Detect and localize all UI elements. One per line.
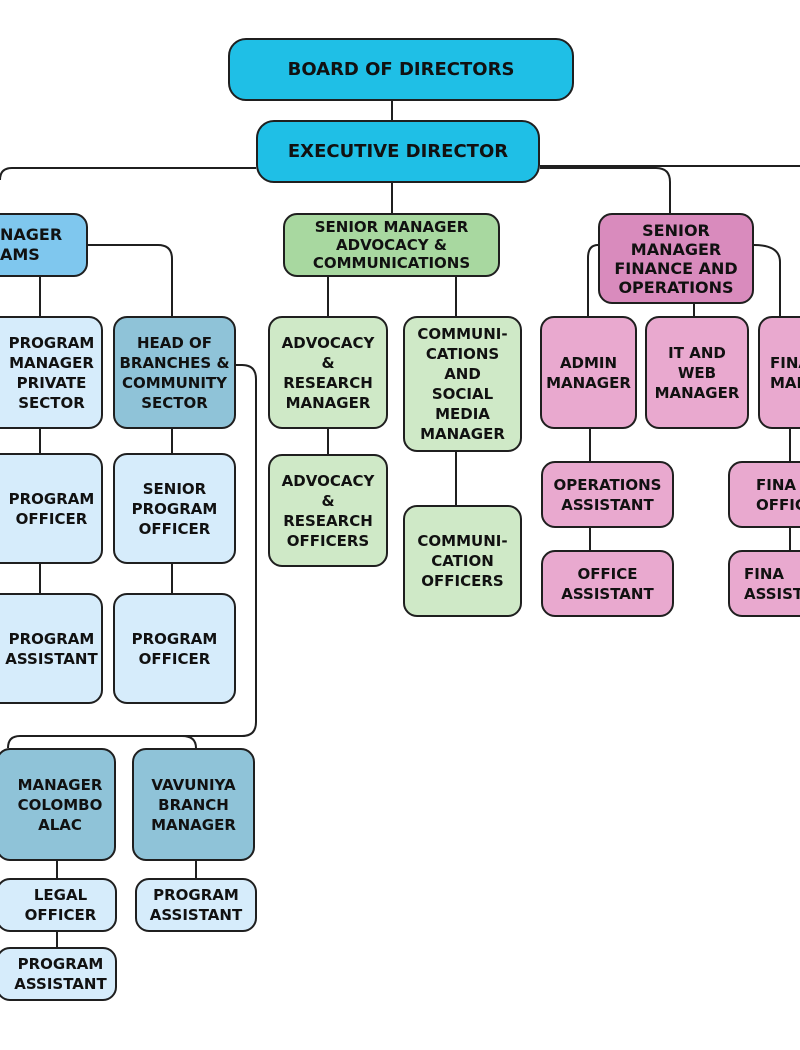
office-assistant-node: OFFICE ASSISTANT [541,550,674,617]
it-web-manager-node: IT AND WEB MANAGER [645,316,749,429]
head-of-branches-node: HEAD OF BRANCHES & COMMUNITY SECTOR [113,316,236,429]
node-label: PROGRAM OFFICER [131,629,218,668]
program-assistant-left-node: PROGRAM ASSISTANT [0,593,103,704]
admin-manager-node: ADMIN MANAGER [540,316,637,429]
node-label: PROGRAM ASSISTANT [14,955,107,993]
communications-social-media-manager-node: COMMUNI- CATIONS AND SOCIAL MEDIA MANAGE… [403,316,522,452]
node-label: NAGER AMS [0,225,63,264]
program-assistant-vavuniya-node: PROGRAM ASSISTANT [135,878,257,932]
finance-manager-node: FINA MAN [758,316,800,429]
program-officer-right-node: PROGRAM OFFICER [113,593,236,704]
node-label: ADMIN MANAGER [546,353,631,392]
node-label: VAVUNIYA BRANCH MANAGER [151,775,236,834]
node-label: PROGRAM ASSISTANT [149,886,243,924]
node-label: SENIOR PROGRAM OFFICER [131,479,218,538]
finance-assistant-node: FINA ASSIST [728,550,800,617]
node-label: SENIOR MANAGER ADVOCACY & COMMUNICATIONS [312,218,471,272]
node-label: FINA MAN [770,353,800,392]
node-label: FINA ASSIST [744,564,800,603]
vavuniya-branch-manager-node: VAVUNIYA BRANCH MANAGER [132,748,255,861]
senior-manager-advocacy-node: SENIOR MANAGER ADVOCACY & COMMUNICATIONS [283,213,500,277]
node-label: MANAGER COLOMBO ALAC [17,775,103,834]
advocacy-research-officers-node: ADVOCACY & RESEARCH OFFICERS [268,454,388,567]
connector [540,167,671,215]
node-label: COMMUNI- CATION OFFICERS [417,532,508,590]
connector [0,167,256,181]
connector [7,735,196,749]
executive-director-node: EXECUTIVE DIRECTOR [256,120,540,183]
connector [88,244,173,318]
legal-officer-node: LEGAL OFFICER [0,878,117,932]
connector [181,735,197,749]
operations-assistant-node: OPERATIONS ASSISTANT [541,461,674,528]
senior-manager-finance-node: SENIOR MANAGER FINANCE AND OPERATIONS [598,213,754,304]
board-of-directors-node: BOARD OF DIRECTORS [228,38,574,101]
node-label: OFFICE ASSISTANT [561,564,654,603]
node-label: ADVOCACY & RESEARCH OFFICERS [281,471,375,550]
node-label: PROGRAM ASSISTANT [5,629,98,668]
node-label: PROGRAM OFFICER [8,489,95,528]
node-label: OPERATIONS ASSISTANT [553,475,662,514]
program-assistant-colombo-node: PROGRAM ASSISTANT [0,947,117,1001]
node-label: BOARD OF DIRECTORS [287,58,515,80]
connector [196,364,257,737]
node-label: LEGAL OFFICER [24,886,97,924]
node-label: FINA OFFIC [756,475,800,514]
senior-program-officer-node: SENIOR PROGRAM OFFICER [113,453,236,564]
manager-colombo-alac-node: MANAGER COLOMBO ALAC [0,748,116,861]
node-label: EXECUTIVE DIRECTOR [287,140,509,162]
communication-officers-node: COMMUNI- CATION OFFICERS [403,505,522,617]
program-officer-left-node: PROGRAM OFFICER [0,453,103,564]
node-label: HEAD OF BRANCHES & COMMUNITY SECTOR [119,333,230,412]
node-label: PROGRAM MANAGER PRIVATE SECTOR [8,333,95,412]
node-label: ADVOCACY & RESEARCH MANAGER [281,333,375,412]
program-manager-private-sector-node: PROGRAM MANAGER PRIVATE SECTOR [0,316,103,429]
advocacy-research-manager-node: ADVOCACY & RESEARCH MANAGER [268,316,388,429]
finance-officer-node: FINA OFFIC [728,461,800,528]
node-label: IT AND WEB MANAGER [654,343,740,402]
node-label: SENIOR MANAGER FINANCE AND OPERATIONS [614,220,738,297]
connector [753,244,781,316]
connector [587,244,599,316]
programs-manager-node: NAGER AMS [0,213,88,277]
node-label: COMMUNI- CATIONS AND SOCIAL MEDIA MANAGE… [417,325,508,443]
